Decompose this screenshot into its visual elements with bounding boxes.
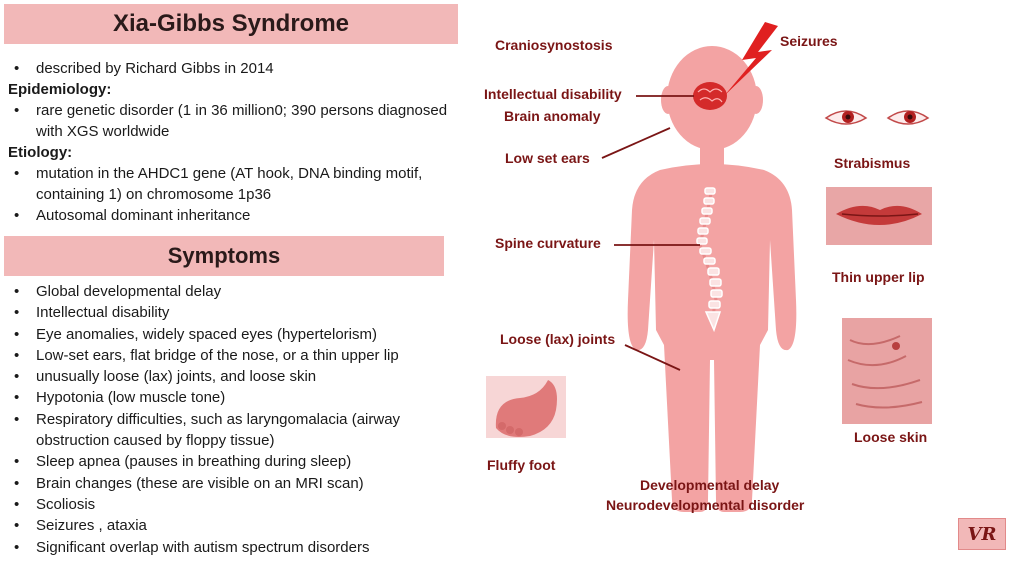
label-thin-upper-lip: Thin upper lip [832, 269, 925, 285]
vertebra [696, 237, 708, 245]
vr-logo-text: VR [967, 523, 997, 545]
spine-graphic [696, 187, 723, 333]
label-neurodevelopmental-disorder: Neurodevelopmental disorder [606, 497, 805, 513]
label-craniosynostosis: Craniosynostosis [495, 37, 613, 53]
lightning-bolt-icon [724, 22, 778, 96]
label-intellectual-disability: Intellectual disability [484, 86, 622, 102]
vertebra [703, 197, 715, 205]
epidemiology-heading: Epidemiology: [8, 81, 112, 98]
brain-folds [697, 88, 723, 103]
skin-photo-bg [842, 318, 932, 424]
left-pupil [845, 114, 851, 120]
left-ear-shape [661, 86, 675, 114]
leader-line-ears [601, 127, 671, 159]
vr-logo-badge: VR [958, 518, 1006, 550]
symptom-item: Respiratory difficulties, such as laryng… [8, 409, 448, 452]
label-spine-curvature: Spine curvature [495, 235, 601, 251]
label-seizures: Seizures [780, 33, 838, 49]
skin-folds [847, 335, 923, 409]
label-developmental-delay: Developmental delay [640, 477, 780, 493]
intro-item: described by Richard Gibbs in 2014 [8, 58, 458, 79]
symptom-item: Intellectual disability [8, 302, 448, 324]
symptom-item: unusually loose (lax) joints, and loose … [8, 366, 448, 388]
vertebra [697, 227, 709, 235]
foot-photo [486, 376, 566, 438]
etiology-item: mutation in the AHDC1 gene (AT hook, DNA… [8, 163, 458, 205]
symptom-item: Eye anomalies, widely spaced eyes (hyper… [8, 324, 448, 346]
etiology-list: mutation in the AHDC1 gene (AT hook, DNA… [8, 163, 458, 226]
page-title: Xia-Gibbs Syndrome [112, 10, 350, 37]
lip-photo [826, 187, 932, 245]
label-loose-skin: Loose skin [854, 429, 928, 445]
eyes-graphic [824, 110, 930, 125]
brain-graphic [693, 82, 727, 110]
symptom-item: Significant overlap with autism spectrum… [8, 537, 448, 559]
right-ear-shape [749, 86, 763, 114]
symptom-item: Global developmental delay [8, 281, 448, 303]
epidemiology-item: rare genetic disorder (1 in 36 million0;… [8, 100, 458, 142]
brain-shape [693, 82, 727, 110]
symptom-item: Low-set ears, flat bridge of the nose, o… [8, 345, 448, 367]
neck-shape [700, 142, 724, 166]
vertebra [710, 289, 723, 298]
vertebra [707, 267, 720, 276]
etiology-heading: Etiology: [8, 144, 73, 161]
etiology-item: Autosomal dominant inheritance [8, 205, 458, 226]
overview-section: described by Richard Gibbs in 2014 Epide… [8, 58, 458, 226]
skin-spot [892, 342, 900, 350]
label-loose-joints: Loose (lax) joints [500, 331, 616, 347]
vertebra [703, 257, 716, 265]
symptoms-list: Global developmental delay Intellectual … [8, 281, 448, 558]
vertebra [704, 187, 716, 195]
toe [498, 422, 506, 430]
symptom-item: Scoliosis [8, 494, 448, 516]
symptom-item: Hypotonia (low muscle tone) [8, 387, 448, 409]
vertebra [699, 247, 712, 255]
symptom-item: Sleep apnea (pauses in breathing during … [8, 451, 448, 473]
label-low-set-ears: Low set ears [505, 150, 590, 166]
vertebra [699, 217, 711, 225]
label-strabismus: Strabismus [834, 155, 911, 171]
epidemiology-list: rare genetic disorder (1 in 36 million0;… [8, 100, 458, 142]
foot-shape [495, 380, 557, 437]
leader-lines [601, 95, 700, 371]
title-banner: Xia-Gibbs Syndrome [4, 4, 458, 44]
vertebra [708, 300, 721, 309]
skin-photo [842, 318, 932, 424]
vertebra [709, 278, 722, 287]
leader-line-joints [624, 344, 681, 371]
vertebra [701, 207, 713, 215]
sacrum [704, 311, 722, 333]
toe [515, 428, 523, 436]
right-pupil [907, 114, 913, 120]
intro-list: described by Richard Gibbs in 2014 [8, 58, 458, 79]
lip-line [841, 213, 919, 217]
label-fluffy-foot: Fluffy foot [487, 457, 556, 473]
symptom-item: Brain changes (these are visible on an M… [8, 473, 448, 495]
symptom-item: Seizures , ataxia [8, 515, 448, 537]
toe [506, 426, 514, 434]
symptoms-heading: Symptoms [167, 243, 281, 268]
torso-limbs-shape [627, 164, 797, 512]
symptoms-section: Global developmental delay Intellectual … [8, 281, 448, 558]
symptoms-banner: Symptoms [4, 236, 444, 276]
label-brain-anomaly: Brain anomaly [504, 108, 601, 124]
